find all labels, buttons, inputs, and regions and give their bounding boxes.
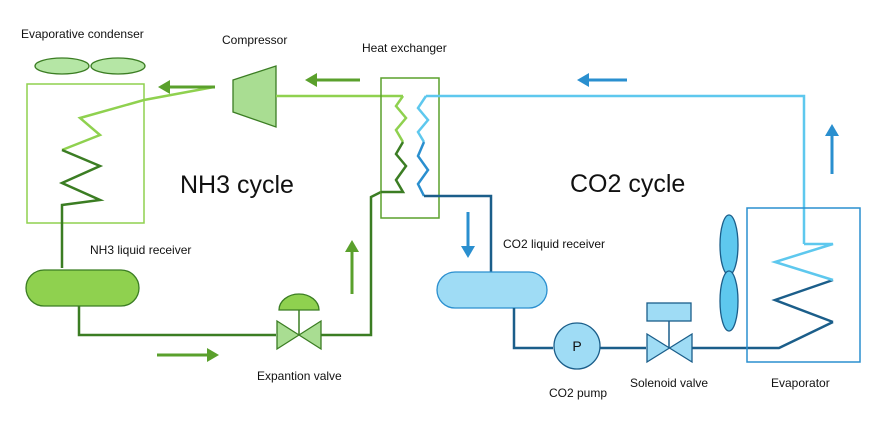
label-nh3-cycle: NH3 cycle	[180, 171, 294, 199]
label-solenoid-valve: Solenoid valve	[630, 376, 708, 390]
flow-arrow-co2-vapor	[577, 73, 627, 87]
expansion-valve-icon	[276, 319, 322, 351]
flow-arrow-co2-up	[825, 124, 839, 174]
label-co2-liquid-receiver: CO2 liquid receiver	[503, 237, 605, 251]
co2-liquid-receiver-icon	[436, 271, 548, 309]
co2-feed-line	[692, 320, 834, 350]
heat-exchanger-nh3-coil-light	[394, 95, 408, 143]
evaporator-fan-top	[719, 214, 739, 276]
condenser-coil-upper	[61, 85, 215, 152]
flow-arrow-compressor-inlet	[305, 73, 360, 87]
evaporative-condenser-box	[26, 83, 145, 224]
evaporator-fan-bottom	[719, 270, 739, 332]
solenoid-valve-actuator	[646, 302, 692, 322]
flow-arrow-nh3-up	[345, 240, 359, 294]
flow-arrow-condenser-inlet	[158, 80, 215, 94]
co2-vapor-line	[426, 94, 806, 244]
label-co2-cycle: CO2 cycle	[570, 170, 685, 198]
compressor-icon	[232, 65, 277, 128]
condenser-fan-right	[90, 57, 146, 75]
evaporator-box	[746, 207, 861, 363]
heat-exchanger-box	[380, 77, 440, 219]
heat-exchanger-co2-coil-dark	[416, 141, 430, 197]
nh3-liquid-line	[77, 306, 276, 337]
co2-pump-icon	[553, 322, 601, 370]
condenser-coil-lower	[58, 148, 105, 268]
flow-arrow-co2-down	[461, 212, 475, 258]
condenser-fan-left	[34, 57, 90, 75]
heat-exchanger-co2-coil-light	[416, 95, 430, 143]
label-heat-exchanger: Heat exchanger	[362, 41, 447, 55]
nh3-liquid-receiver-icon	[25, 269, 140, 307]
evaporator-coil-light	[770, 242, 834, 282]
heat-exchanger-nh3-coil-dark	[381, 141, 408, 194]
flow-arrow-nh3-liquid	[157, 348, 219, 362]
label-evaporative-condenser: Evaporative condenser	[21, 27, 144, 41]
label-compressor: Compressor	[222, 33, 287, 47]
evaporator-coil-dark	[771, 278, 834, 324]
expansion-valve-actuator	[278, 293, 320, 311]
co2-condensed-line	[424, 194, 493, 272]
co2-liquid-line	[512, 308, 553, 350]
solenoid-valve-icon	[646, 332, 693, 364]
co2-pump-symbol: P	[572, 338, 581, 354]
nh3-return-line	[321, 190, 382, 337]
label-expansion-valve: Expantion valve	[257, 369, 342, 383]
label-evaporator: Evaporator	[771, 376, 830, 390]
label-co2-pump: CO2 pump	[549, 386, 607, 400]
label-nh3-liquid-receiver: NH3 liquid receiver	[90, 243, 191, 257]
